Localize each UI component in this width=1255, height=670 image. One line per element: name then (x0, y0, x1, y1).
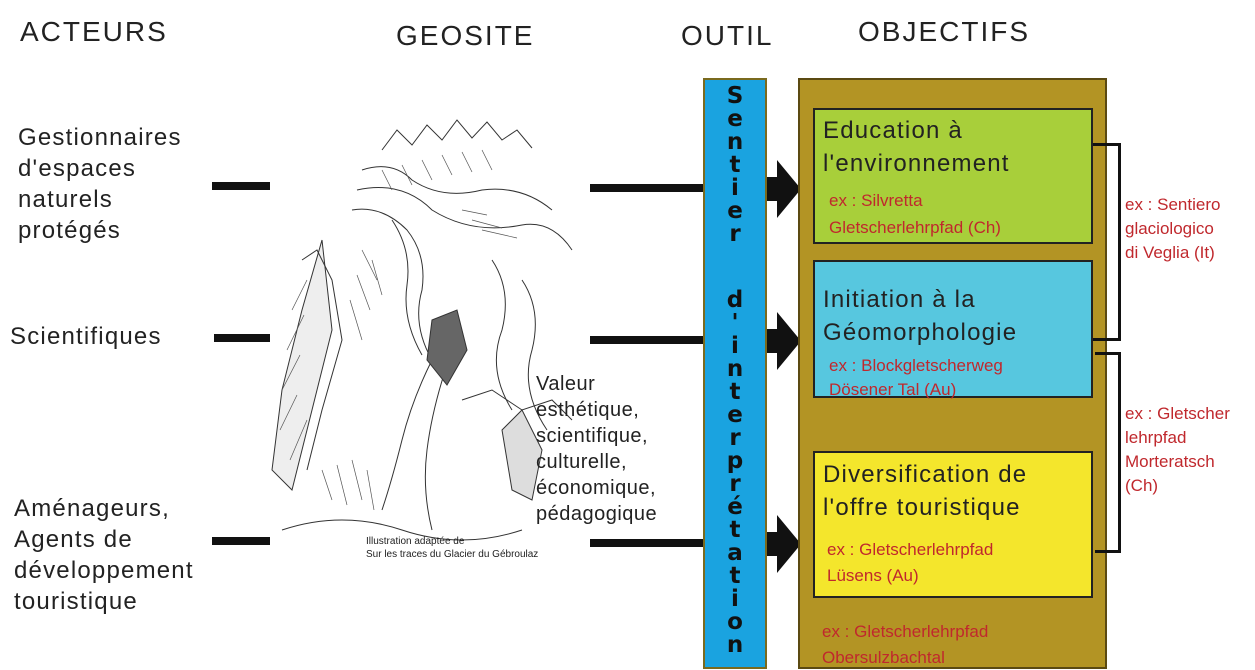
outil-sentier-column: S e n t i e r d ' i n t e r p r é t a t … (703, 78, 767, 669)
value-line: économique, (536, 475, 657, 501)
outil-letter: t (705, 381, 765, 404)
objective-education: Education à l'environnement ex : Silvret… (813, 108, 1093, 244)
outil-letter: i (705, 177, 765, 200)
actor-line: d'espaces (18, 153, 182, 184)
outil-letter: i (705, 335, 765, 358)
outil-letter: n (705, 131, 765, 154)
outil-letter: n (705, 634, 765, 657)
value-line: pédagogique (536, 501, 657, 527)
objective-title-line: Diversification de (823, 459, 1027, 490)
illustration-credit: Illustration adaptée de Sur les traces d… (366, 535, 538, 561)
header-outil: OUTIL (681, 20, 773, 52)
credit-line: Sur les traces du Glacier du Gébroulaz (366, 548, 538, 561)
side-example-line: ex : Sentiero (1125, 193, 1220, 217)
objective-title-line: Géomorphologie (823, 317, 1017, 348)
actor-line: touristique (14, 586, 194, 617)
value-line: culturelle, (536, 449, 657, 475)
side-example-veglia: ex : Sentiero glaciologico di Veglia (It… (1125, 193, 1220, 265)
outil-letter: n (705, 358, 765, 381)
outil-letter: a (705, 542, 765, 565)
objective-title-line: l'offre touristique (823, 492, 1021, 523)
glacier-illustration (262, 110, 582, 550)
connector-mid-2 (590, 336, 705, 344)
actor-line: Agents de (14, 524, 194, 555)
bracket-top (1093, 143, 1121, 341)
outil-letter: e (705, 108, 765, 131)
side-example-line: ex : Gletscher (1125, 402, 1230, 426)
value-line: esthétique, (536, 397, 657, 423)
value-line: scientifique, (536, 423, 657, 449)
side-example-line: di Veglia (It) (1125, 241, 1220, 265)
example-line: ex : Blockgletscherweg (829, 354, 1003, 378)
actor-line: développement (14, 555, 194, 586)
side-example-line: glaciologico (1125, 217, 1220, 241)
outil-letter: i (705, 588, 765, 611)
example-line: Lüsens (Au) (827, 564, 919, 588)
outil-letter: d (705, 289, 765, 312)
actor-line: protégés (18, 215, 182, 246)
actor-line: Aménageurs, (14, 493, 194, 524)
outil-letter: r (705, 473, 765, 496)
bottom-example-line: Obersulzbachtal (822, 646, 945, 670)
outil-letter: p (705, 450, 765, 473)
actor-gestionnaires: Gestionnaires d'espaces naturels protégé… (18, 122, 182, 246)
actor-line: naturels (18, 184, 182, 215)
objective-diversification: Diversification de l'offre touristique e… (813, 451, 1093, 598)
credit-line: Illustration adaptée de (366, 535, 538, 548)
side-example-line: (Ch) (1125, 474, 1230, 498)
outil-letter: e (705, 404, 765, 427)
example-line: Dösener Tal (Au) (829, 378, 956, 402)
outil-letter: t (705, 519, 765, 542)
outil-letter: t (705, 154, 765, 177)
objective-title-line: Initiation à la (823, 284, 976, 315)
objectives-panel: Education à l'environnement ex : Silvret… (798, 78, 1107, 669)
side-example-line: lehrpfad (1125, 426, 1230, 450)
outil-letter: r (705, 427, 765, 450)
value-line: Valeur (536, 371, 657, 397)
header-acteurs: ACTEURS (20, 16, 168, 48)
geosite-values: Valeur esthétique, scientifique, culture… (536, 371, 657, 527)
outil-letter: é (705, 496, 765, 519)
connector-mid-1 (590, 184, 705, 192)
actor-amenageurs: Aménageurs, Agents de développement tour… (14, 493, 194, 617)
bottom-example-line: ex : Gletscherlehrpfad (822, 620, 988, 644)
example-line: ex : Silvretta (829, 189, 923, 213)
header-objectifs: OBJECTIFS (858, 16, 1030, 48)
actor-scientifiques: Scientifiques (10, 321, 162, 352)
example-line: Gletscherlehrpfad (Ch) (829, 216, 1001, 240)
actor-line: Gestionnaires (18, 122, 182, 153)
example-line: ex : Gletscherlehrpfad (827, 538, 993, 562)
actor-line: Scientifiques (10, 321, 162, 352)
outil-letter: r (705, 223, 765, 246)
objective-geomorphologie: Initiation à la Géomorphologie ex : Bloc… (813, 260, 1093, 398)
outil-letter: e (705, 200, 765, 223)
objective-title-line: l'environnement (823, 148, 1010, 179)
bracket-bottom (1095, 352, 1121, 553)
side-example-line: Morteratsch (1125, 450, 1230, 474)
outil-letter: ' (705, 312, 765, 335)
side-example-morteratsch: ex : Gletscher lehrpfad Morteratsch (Ch) (1125, 402, 1230, 498)
outil-letter: t (705, 565, 765, 588)
outil-letter: o (705, 611, 765, 634)
connector-mid-3 (590, 539, 705, 547)
outil-letter: S (705, 85, 765, 108)
header-geosite: GEOSITE (396, 20, 534, 52)
objective-title-line: Education à (823, 115, 963, 146)
